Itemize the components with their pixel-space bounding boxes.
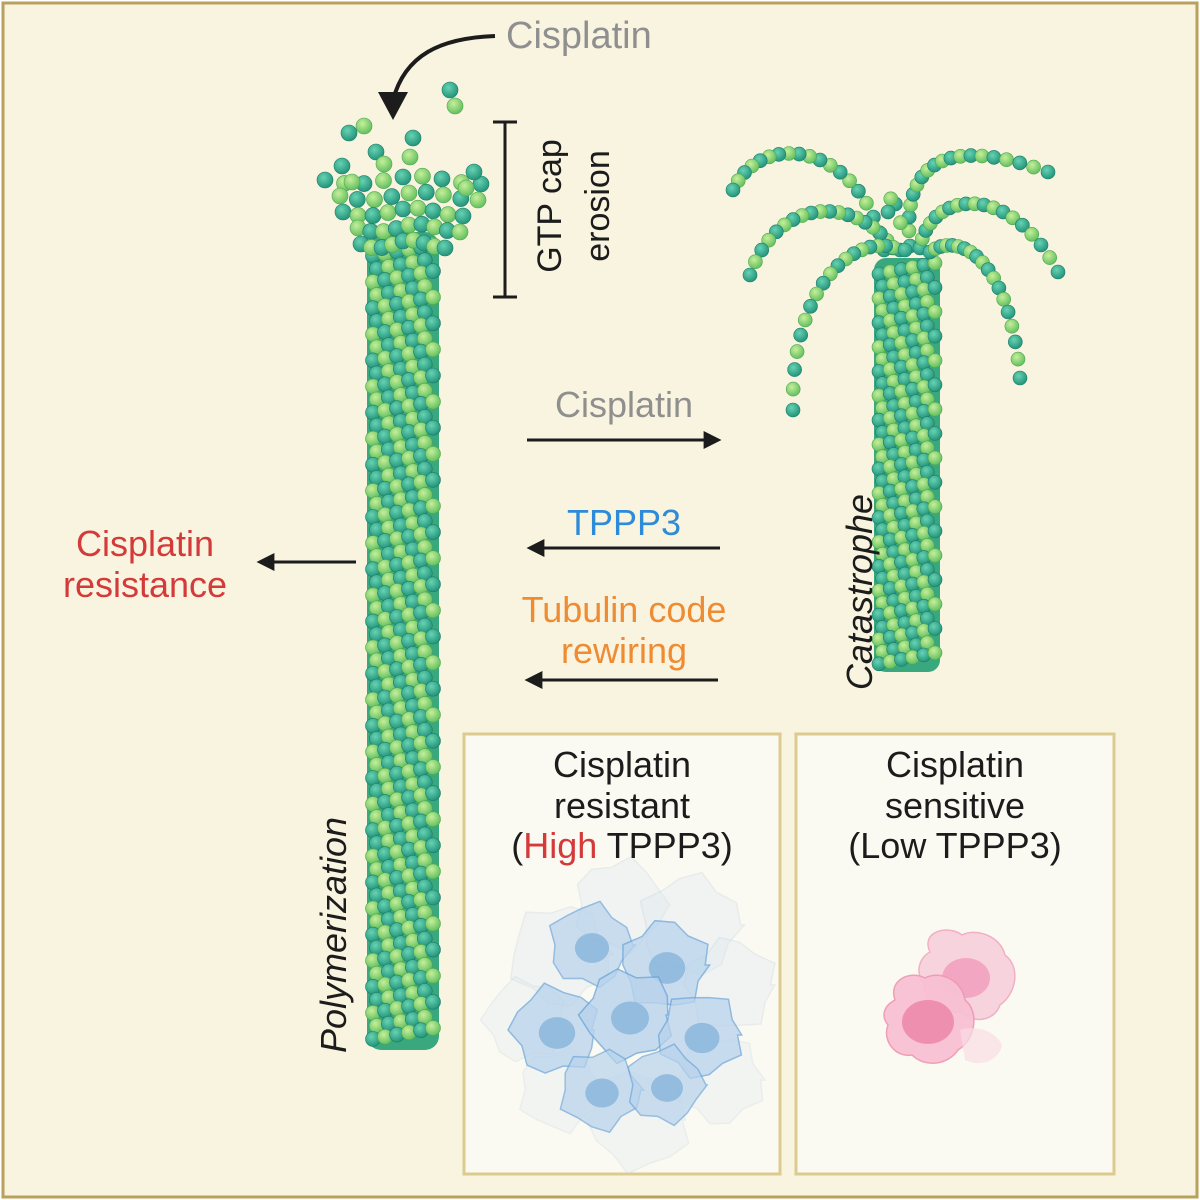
resistance-line2: resistance	[62, 563, 228, 605]
panel-sensitive-title: Cisplatin sensitive (Low TPPP3)	[796, 744, 1114, 867]
resistant-line2: resistant	[553, 784, 691, 826]
tubulin-code-line1: Tubulin code	[521, 589, 727, 630]
erosion-label: erosion	[579, 121, 617, 291]
gtp-cap-line1: GTP cap	[531, 139, 569, 273]
resistant-tppp3: TPPP3)	[597, 825, 733, 867]
resistant-paren: (	[511, 825, 524, 867]
eroding-gtp-cap	[316, 167, 490, 257]
resistant-cell-cluster	[479, 855, 777, 1175]
sensitive-line3: (Low TPPP3)	[848, 825, 1062, 867]
tubulin-code-label: Tubulin code rewiring	[500, 589, 748, 671]
sensitive-line1: Cisplatin	[885, 744, 1025, 785]
cisplatin-arrow-label: Cisplatin	[554, 384, 694, 425]
catastrophe-label: Catastrophe	[839, 493, 880, 691]
gtp-cap-bracket	[493, 120, 517, 299]
sensitive-cells	[883, 929, 1016, 1064]
sensitive-line2: sensitive	[884, 784, 1026, 826]
resistant-line1: Cisplatin	[552, 744, 692, 785]
tppp3-label: TPPP3	[566, 502, 682, 543]
tubulin-code-line2: rewiring	[560, 629, 688, 671]
cisplatin-top-label: Cisplatin	[506, 15, 652, 57]
cisplatin-arrowhead-icon	[378, 92, 408, 120]
catastrophe-microtubule	[725, 146, 1066, 672]
splaying-protofilaments	[725, 146, 1066, 418]
polymerizing-microtubule	[316, 81, 490, 1050]
resistant-line3: (High TPPP3)	[464, 826, 780, 867]
gtp-cap-line2: erosion	[579, 150, 617, 262]
polymerization-label: Polymerization	[313, 816, 354, 1054]
cisplatin-resistance-label: Cisplatin resistance	[40, 523, 250, 605]
free-tubulin-dimers	[333, 81, 483, 197]
high-highlight: High	[523, 825, 598, 867]
cisplatin-entry-arrow	[391, 34, 496, 101]
panel-resistant-title: Cisplatin resistant (High TPPP3)	[464, 744, 780, 867]
gtp-cap-label: GTP cap	[531, 121, 569, 291]
resistance-line1: Cisplatin	[75, 523, 215, 564]
